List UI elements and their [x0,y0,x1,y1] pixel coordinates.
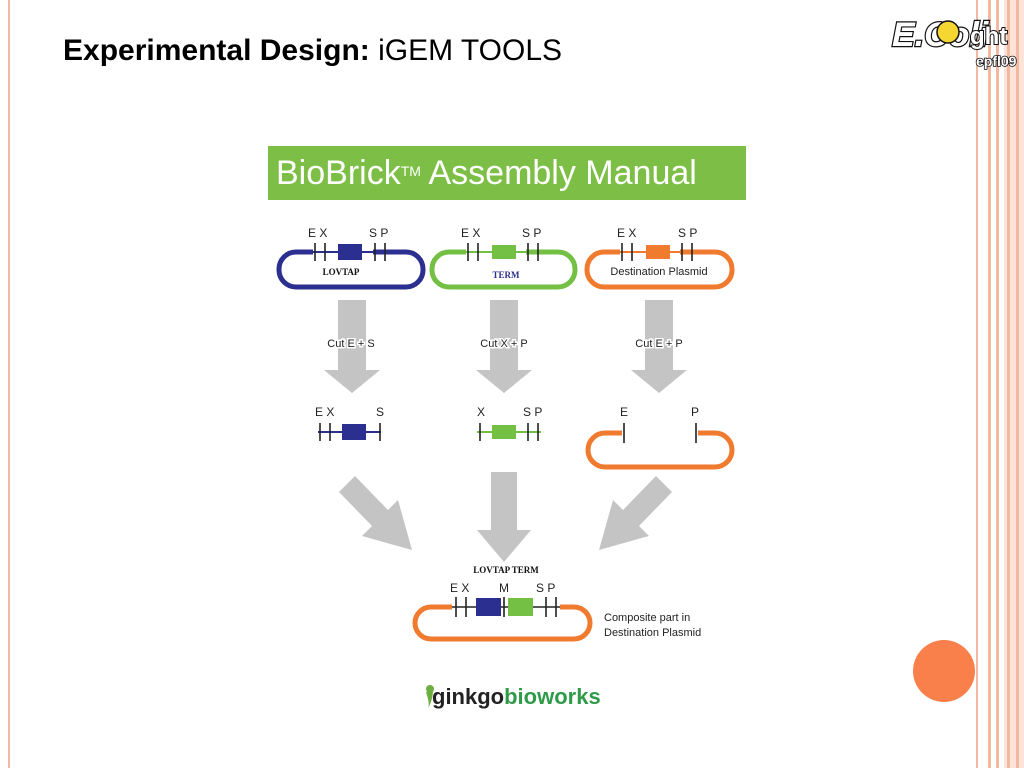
arrow-diagonal-right [599,476,672,550]
composite-sites-right: S P [536,581,555,595]
plasmid-destination: E X S P Destination Plasmid [584,226,735,290]
arrow-down-2 [476,300,532,393]
lovtap-label: LOVTAP [323,267,360,277]
right-frame-stripes [976,0,1024,768]
destination-sites-left: E X [617,226,636,240]
destination-sites-right: S P [678,226,697,240]
bioworks-text: bioworks [504,684,601,709]
ligation-arrows [339,472,672,562]
cut-label-2: Cut X + P [480,338,527,350]
left-frame-border [0,0,10,768]
banner-tm: TM [400,163,421,179]
fragment2-sites-right: S P [523,405,542,419]
term-part-block [492,245,516,259]
arrow-diagonal-left [339,476,412,550]
lovtap-sites-right: S P [369,226,388,240]
composite-site-mid: M [499,581,509,595]
slide-title: Experimental Design: iGEM TOOLS [63,34,562,68]
fragment-term: X S P [477,405,542,441]
composite-label: LOVTAP TERM [473,565,539,575]
composite-sites-left: E X [450,581,469,595]
plasmid-term: E X S P TERM [429,226,578,290]
decorative-orange-circle [913,640,975,702]
slide-title-bold: Experimental Design: [63,34,370,67]
cut-arrows [324,300,687,393]
assembly-diagram: E X S P LOVTAP E X S P TERM E X S P Dest… [276,226,735,642]
fragment2-sites-left: X [477,405,485,419]
lovtap-part-block [338,244,362,260]
slide-title-rest: iGEM TOOLS [369,34,563,67]
arrow-down-1 [324,300,380,393]
composite-term-block [508,598,533,616]
logo-suffix: ght [970,23,1007,50]
term-label: TERM [493,270,521,280]
destination-label: Destination Plasmid [610,266,707,278]
composite-desc-line2: Destination Plasmid [604,627,701,639]
fragment1-sites-right: S [376,405,384,419]
fragment3-site-right: P [691,405,699,419]
ecolight-logo: E.Coli ght epfl09 [891,15,1018,70]
cut-label-1: Cut E + S [327,338,374,350]
svg-text:ginkgobioworks: ginkgobioworks [432,684,601,709]
arrow-down-3 [631,300,687,393]
lightbulb-icon [936,20,960,44]
ginkgo-leaf-icon [426,685,434,708]
composite-lovtap-block [476,598,501,616]
fragment-lovtap: E X S [315,405,384,441]
term-sites-right: S P [522,226,541,240]
term-sites-left: E X [461,226,480,240]
fragment-destination-backbone: E P [585,405,735,470]
ginkgo-bioworks-logo: ginkgobioworks [426,684,601,709]
arrow-down-center [477,472,531,562]
fragment1-sites-left: E X [315,405,334,419]
biobrick-banner: BioBrickTM Assembly Manual [268,146,746,200]
lovtap-sites-left: E X [308,226,327,240]
ginkgo-text: ginkgo [432,684,504,709]
plasmid-lovtap: E X S P LOVTAP [276,226,426,290]
logo-sub: epfl09 [976,53,1017,69]
cut-label-3: Cut E + P [635,338,682,350]
fragment3-site-left: E [620,405,628,419]
plasmid-composite: LOVTAP TERM E X M S P Composite part in … [412,565,701,642]
banner-rest: Assembly Manual [420,154,697,192]
composite-desc-line1: Composite part in [604,612,690,624]
destination-part-block [646,245,670,259]
banner-text: BioBrick [276,154,401,192]
